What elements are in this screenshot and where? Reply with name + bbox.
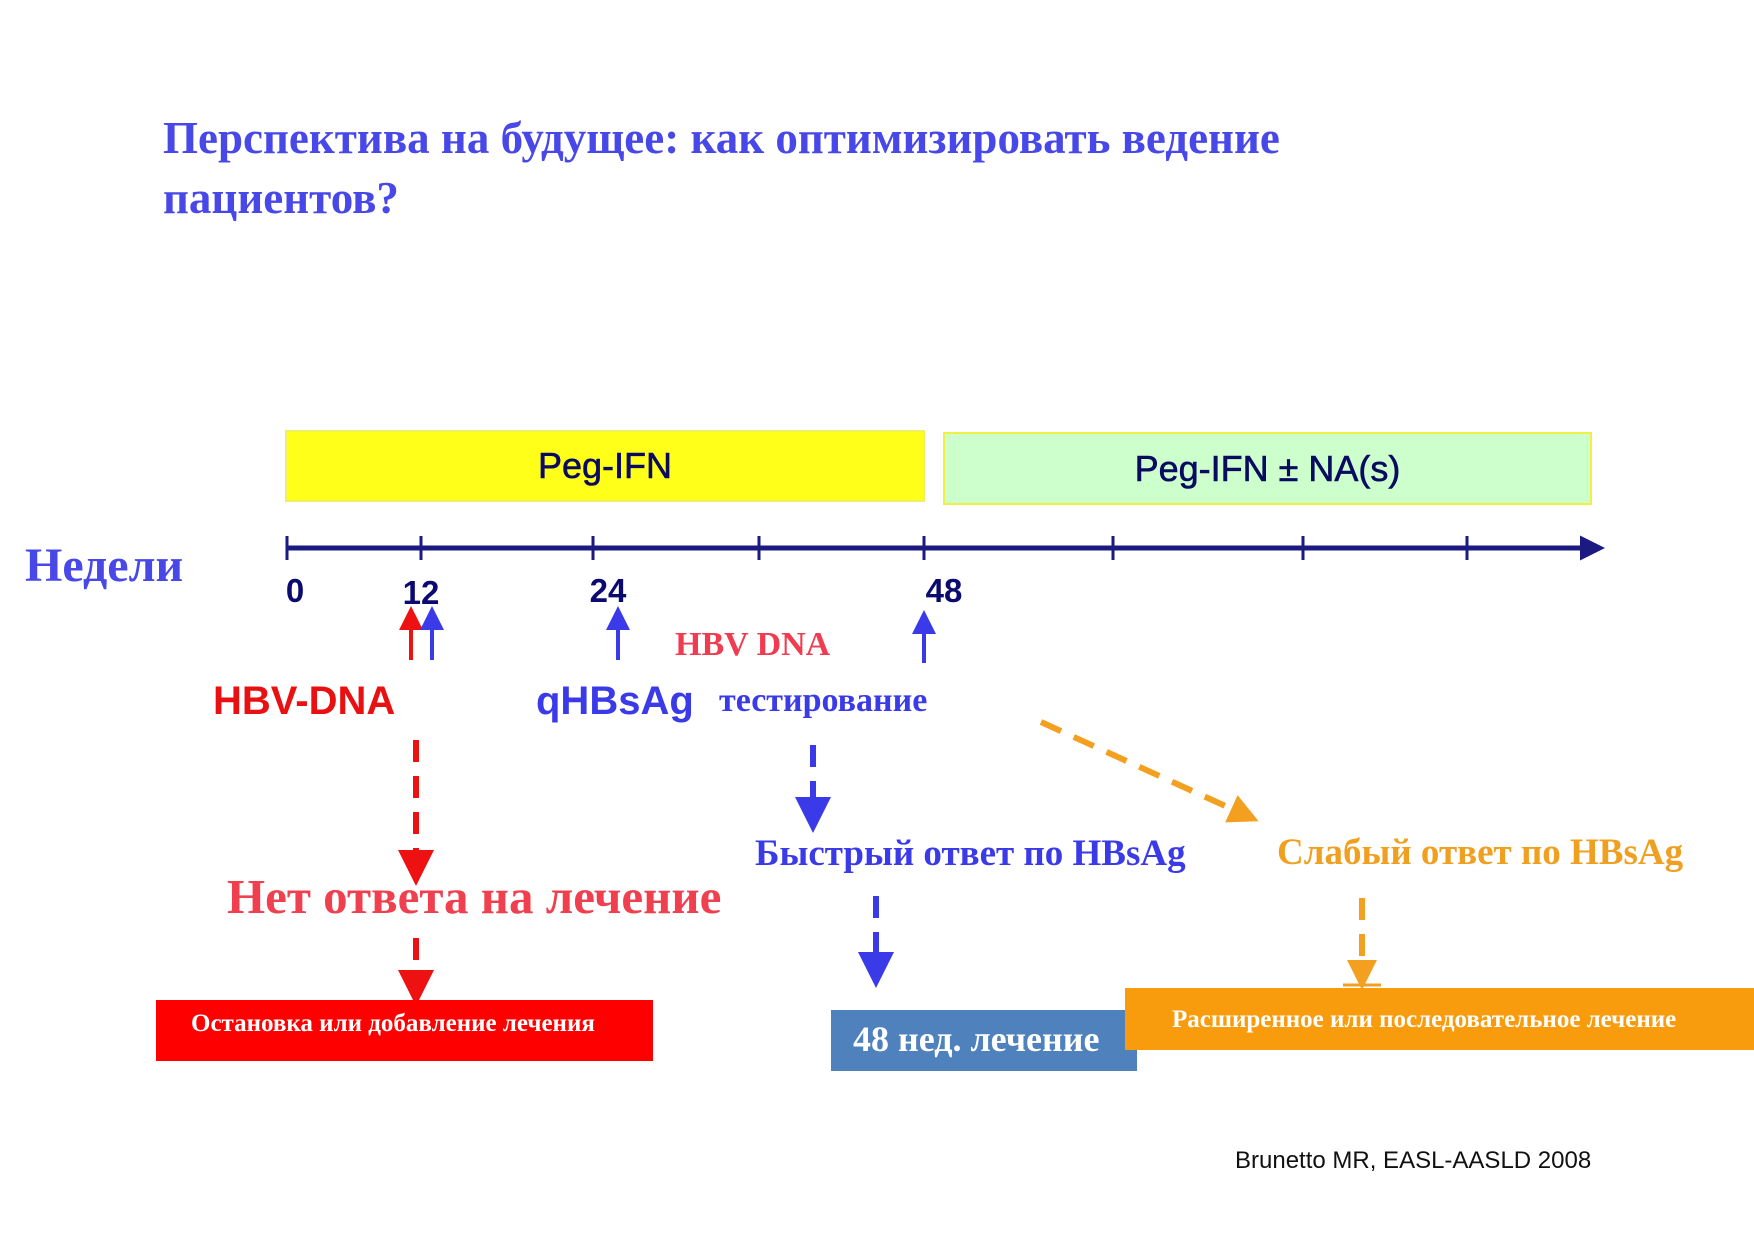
hbv-dna-label: HBV-DNA xyxy=(213,679,396,723)
slide-title: Перспектива на будущее: как оптимизирова… xyxy=(163,113,1280,223)
tick-label: 24 xyxy=(589,572,627,609)
phase-label: Peg-IFN ± NA(s) xyxy=(1134,447,1401,489)
qhbsag-label: qHBsAg xyxy=(536,679,694,723)
extended-box: Расширенное или последовательное лечение xyxy=(1125,988,1754,1050)
phase-label: Peg-IFN xyxy=(537,445,673,487)
hbv-dna-testing-label: HBV DNA xyxy=(675,626,831,663)
tick-label: 48 xyxy=(925,572,963,609)
phase-peg-ifn-na: Peg-IFN ± NA(s) xyxy=(943,432,1592,505)
flow-arrows xyxy=(398,719,1377,1006)
box-label: Остановка или добавление лечения xyxy=(191,1010,595,1037)
treat-48-box: 48 нед. лечение xyxy=(831,1010,1137,1071)
fast-response-label: Быстрый ответ по HBsAg xyxy=(755,833,1186,874)
no-response-label: Нет ответа на лечение xyxy=(227,869,722,924)
axis-label: Недели xyxy=(25,539,184,592)
box-label: 48 нед. лечение xyxy=(853,1019,1100,1059)
test-arrows xyxy=(399,606,936,663)
tick-label: 12 xyxy=(402,574,440,611)
phase-peg-ifn: Peg-IFN xyxy=(285,430,925,502)
time-axis xyxy=(285,535,1605,561)
box-label: Расширенное или последовательное лечение xyxy=(1172,1006,1677,1033)
weak-response-label: Слабый ответ по HBsAg xyxy=(1277,832,1684,873)
tick-label: 0 xyxy=(285,572,305,609)
stop-or-add-box: Остановка или добавление лечения xyxy=(156,1000,653,1061)
citation: Brunetto MR, EASL-AASLD 2008 xyxy=(1235,1147,1592,1174)
testing-label: тестирование xyxy=(719,682,928,719)
